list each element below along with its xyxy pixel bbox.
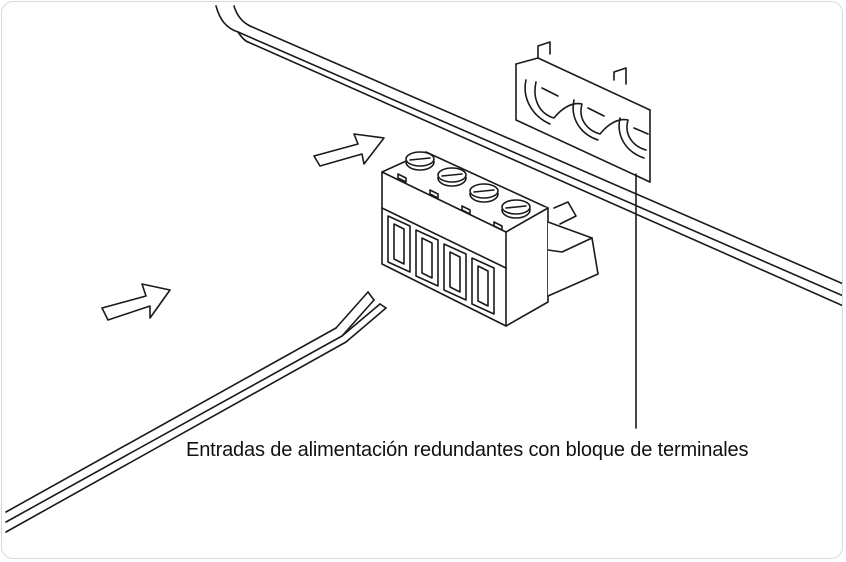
device-terminal-socket (515, 41, 651, 183)
figure-caption: Entradas de alimentación redundantes con… (186, 439, 749, 461)
wire-openings (387, 215, 495, 315)
terminal-screws (405, 151, 531, 219)
terminal-markers (397, 173, 503, 231)
power-cable (5, 291, 387, 533)
insert-arrow-lower (101, 283, 171, 321)
insert-arrow-upper (313, 133, 385, 167)
device-housing (215, 5, 842, 307)
terminal-block-plug (381, 151, 599, 327)
